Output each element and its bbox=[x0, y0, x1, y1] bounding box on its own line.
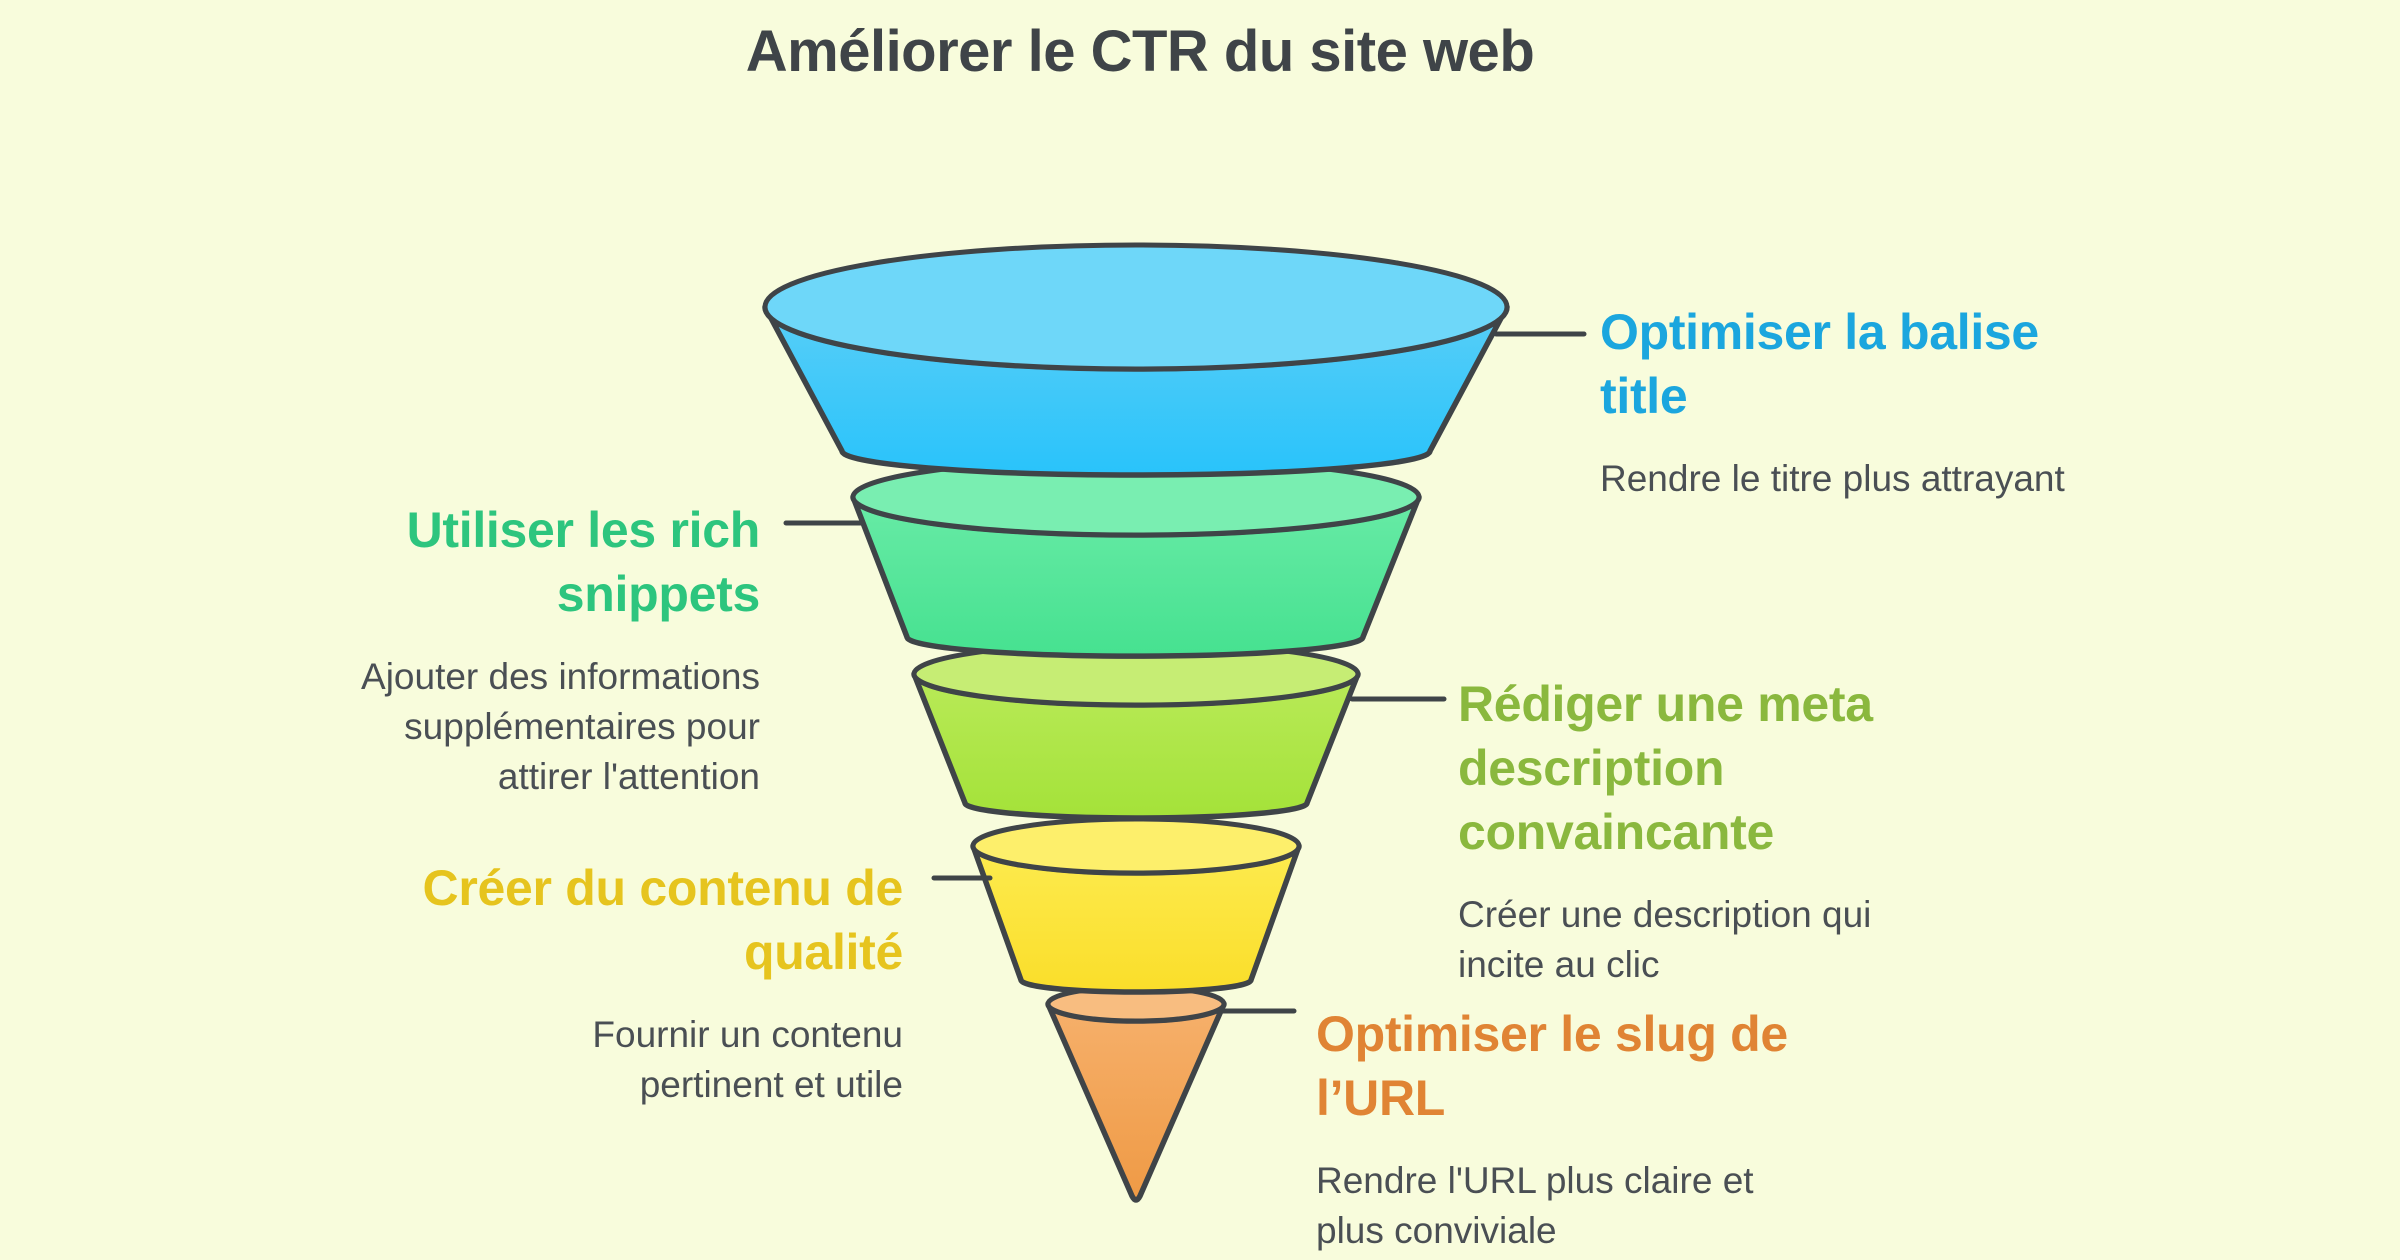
label-heading-balise-title: Optimiser la balise title bbox=[1600, 304, 2039, 424]
label-meta-description: Rédiger une meta description convaincant… bbox=[1458, 672, 2018, 990]
label-heading-contenu: Créer du contenu de qualité bbox=[422, 860, 904, 980]
funnel-segment-rim bbox=[970, 816, 1302, 876]
funnel-segment-body bbox=[1045, 1001, 1227, 1203]
label-contenu: Créer du contenu de qualité Fournir un c… bbox=[343, 856, 904, 1110]
label-balise-title: Optimiser la balise title Rendre le titr… bbox=[1600, 300, 2160, 504]
label-description-meta-description: Créer une description qui incite au clic bbox=[1458, 894, 1872, 985]
funnel-segment-rim bbox=[762, 242, 1510, 372]
label-heading-rich-snippets: Utiliser les rich snippets bbox=[406, 502, 761, 622]
label-heading-meta-description: Rédiger une meta description convaincant… bbox=[1458, 676, 1873, 860]
funnel-segment-balise-title bbox=[762, 242, 1510, 478]
funnel-segment-meta-description bbox=[911, 640, 1361, 821]
funnel-segment-contenu bbox=[970, 816, 1302, 995]
funnel-segment-url-slug bbox=[1045, 984, 1227, 1203]
funnel-segment-rich-snippets bbox=[850, 456, 1422, 659]
label-description-rich-snippets: Ajouter des informations supplémentaires… bbox=[361, 656, 760, 797]
label-description-url-slug: Rendre l'URL plus claire et plus convivi… bbox=[1316, 1160, 1754, 1251]
label-url-slug: Optimiser le slug de l’URL Rendre l'URL … bbox=[1316, 1002, 1876, 1256]
label-description-contenu: Fournir un contenu pertinent et utile bbox=[592, 1014, 903, 1105]
page-title: Améliorer le CTR du site web bbox=[745, 19, 1535, 84]
label-rich-snippets: Utiliser les rich snippets Ajouter des i… bbox=[200, 498, 760, 802]
label-description-balise-title: Rendre le titre plus attrayant bbox=[1600, 458, 2065, 499]
label-heading-url-slug: Optimiser le slug de l’URL bbox=[1316, 1006, 1788, 1126]
